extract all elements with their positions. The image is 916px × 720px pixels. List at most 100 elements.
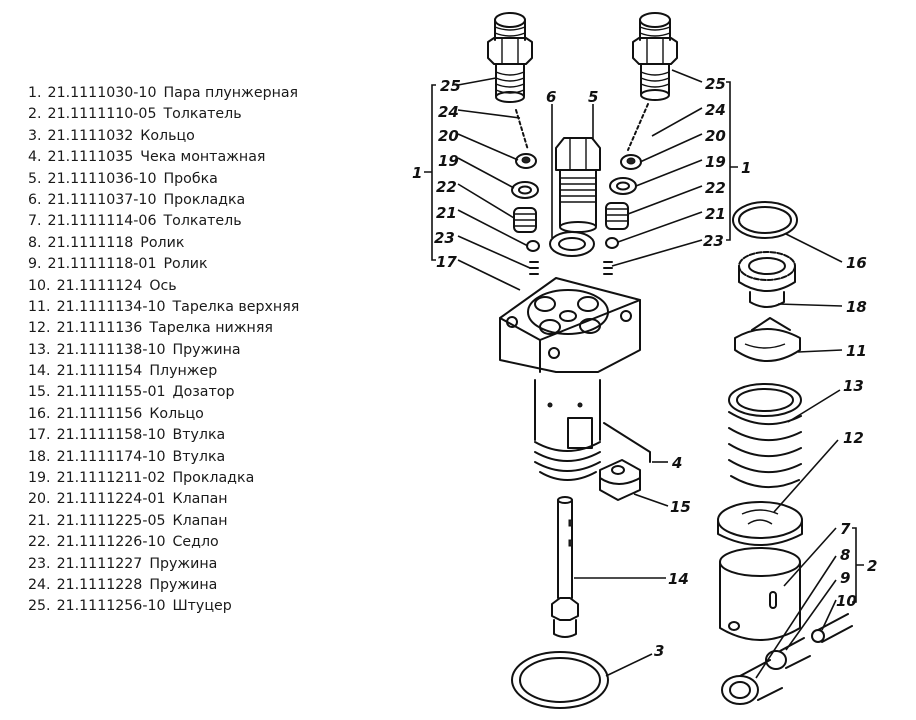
part-name: Кольцо [140,127,195,144]
callout-22-right: 22 [705,179,726,197]
part-code: 21.1111225-05 [56,512,166,529]
callout-3: 3 [654,642,664,660]
callout-8: 8 [840,546,850,564]
part-name: Седло [172,534,219,551]
callout-24-right: 24 [705,101,726,119]
part-code: 21.1111155-01 [56,384,166,401]
callout-25-right: 25 [705,75,726,93]
parts-list-item: 19. 21.1111211-02 Прокладка [28,468,299,489]
ring-top-part [732,201,798,239]
part-code: 21.1111211-02 [56,470,166,487]
parts-list-item: 16. 21.1111156 Кольцо [28,404,299,425]
part-number: 14. [28,363,51,380]
callout-25-left: 25 [440,77,461,95]
part-number: 21. [28,512,51,529]
part-code: 21.1111136 [56,320,143,337]
part-name: Пробка [163,170,218,187]
part-number: 23. [28,555,51,572]
part-number: 3. [28,127,42,144]
part-number: 9. [28,256,42,273]
callout-19-left: 19 [438,152,459,170]
part-number: 16. [28,405,51,422]
part-number: 19. [28,470,51,487]
part-name: Ролик [163,256,208,273]
part-code: 21.1111138-10 [56,341,166,358]
part-code: 21.1111110-05 [47,106,157,123]
spring-part [728,383,802,489]
part-name: Прокладка [172,470,255,487]
callout-10: 10 [836,592,857,610]
part-code: 21.1111174-10 [56,448,166,465]
part-code: 21.1111118-01 [47,256,157,273]
part-name: Втулка [172,448,226,465]
part-number: 10. [28,277,51,294]
part-number: 5. [28,170,42,187]
callout-15: 15 [670,498,691,516]
part-code: 21.1111134-10 [56,298,166,315]
part-name: Кольцо [149,405,204,422]
part-number: 25. [28,598,51,615]
part-name: Штуцер [172,598,232,615]
part-name: Пружина [149,555,218,572]
part-code: 21.1111156 [56,405,143,422]
part-name: Пружина [149,576,218,593]
parts-list-item: 8. 21.1111118 Ролик [28,233,299,254]
part-code: 21.1111227 [56,555,143,572]
part-code: 21.1111037-10 [47,191,157,208]
part-name: Пара плунжерная [163,85,299,101]
part-name: Плунжер [149,363,218,380]
callout-23-right: 23 [703,232,724,250]
part-name: Толкатель [163,213,242,230]
part-name: Клапан [172,491,228,508]
part-number: 7. [28,213,42,230]
pump-body [499,277,641,481]
part-number: 6. [28,191,42,208]
part-number: 22. [28,534,51,551]
parts-list-item: 18. 21.1111174-10 Втулка [28,447,299,468]
upper-plate-part [734,317,801,362]
callout-14: 14 [668,570,689,588]
part-name: Втулка [172,427,226,444]
callout-7: 7 [840,520,851,538]
callout-20-left: 20 [438,127,459,145]
part-code: 21.1111035 [47,149,134,166]
part-code: 21.1111118 [47,234,134,251]
part-code: 21.1111226-10 [56,534,166,551]
rollers-part [721,613,853,705]
callout-24-left: 24 [438,103,459,121]
parts-list-item: 22. 21.1111226-10 Седло [28,532,299,553]
callout-17-left: 17 [436,253,457,271]
callout-12: 12 [843,429,864,447]
part-name: Ролик [140,234,185,251]
ring-bottom-part [511,651,609,709]
part-code: 21.1111224-01 [56,491,166,508]
part-number: 8. [28,234,42,251]
part-code: 21.1111158-10 [56,427,166,444]
part-name: Дозатор [172,384,235,401]
callout-19-right: 19 [705,153,726,171]
callout-6: 6 [546,88,556,106]
parts-list-item: 23. 21.1111227 Пружина [28,554,299,575]
plunger-part [551,496,579,638]
callout-16: 16 [846,254,867,272]
callout-labels: 25 24 20 19 22 21 23 17 1 6 5 25 24 20 1… [412,75,877,660]
part-number: 18. [28,448,51,465]
part-number: 11. [28,298,51,315]
part-name: Пружина [172,341,241,358]
callout-13: 13 [843,377,864,395]
metering-sleeve-part [599,459,641,501]
